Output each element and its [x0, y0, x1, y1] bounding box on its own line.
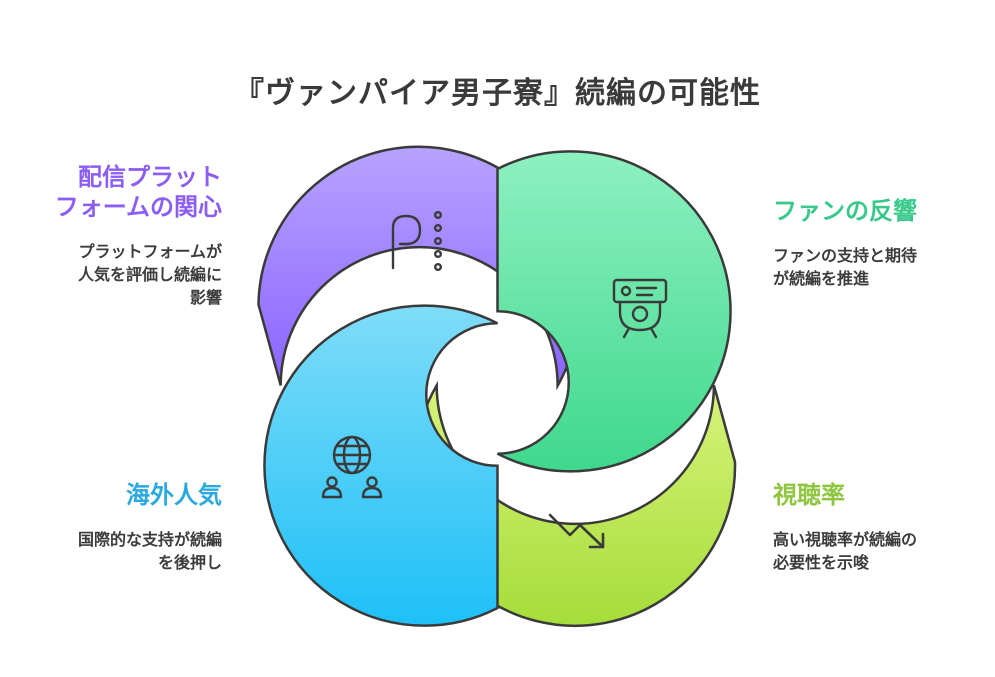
- platform-label: 配信プラット フォームの関心 プラットフォームが 人気を評価し続編に 影響: [0, 162, 222, 310]
- fan-ring: [496, 150, 732, 473]
- platform-body-line3: 影響: [189, 288, 222, 308]
- overseas-body-line1: 国際的な支持が続編: [77, 530, 222, 549]
- page-title: 『ヴァンパイア男子寮』続編の可能性: [234, 76, 761, 111]
- trend-down-icon: [548, 513, 605, 549]
- fan-label: ファンの反響 ファンの支持と期待 が続編を推進: [773, 196, 995, 290]
- globe-people-icon: [321, 435, 383, 499]
- platform-heading-line1: 配信プラット: [78, 163, 222, 191]
- fan-body-line2: が続編を推進: [773, 269, 870, 289]
- fan-heading: ファンの反響: [773, 197, 917, 225]
- overseas-label: 海外人気 国際的な支持が続編 を後押し: [0, 480, 222, 574]
- platform-heading-line2: フォームの関心: [54, 193, 222, 221]
- platform-body-line1: プラットフォームが: [78, 242, 222, 261]
- ratings-body-line2: 必要性を示唆: [773, 553, 870, 573]
- parking-icon: [391, 210, 443, 272]
- overseas-heading: 海外人気: [126, 481, 222, 509]
- platform-body-line2: 人気を評価し続編に: [77, 265, 222, 285]
- ratings-label: 視聴率 高い視聴率が続編の 必要性を示唆: [773, 480, 995, 574]
- fan-body-line1: ファンの支持と期待: [773, 246, 918, 265]
- ratings-heading: 視聴率: [773, 481, 845, 509]
- overseas-ring: [263, 304, 499, 627]
- overseas-body-line2: を後押し: [157, 553, 222, 573]
- id-card-icon: [612, 278, 668, 339]
- ratings-body-line1: 高い視聴率が続編の: [773, 530, 918, 549]
